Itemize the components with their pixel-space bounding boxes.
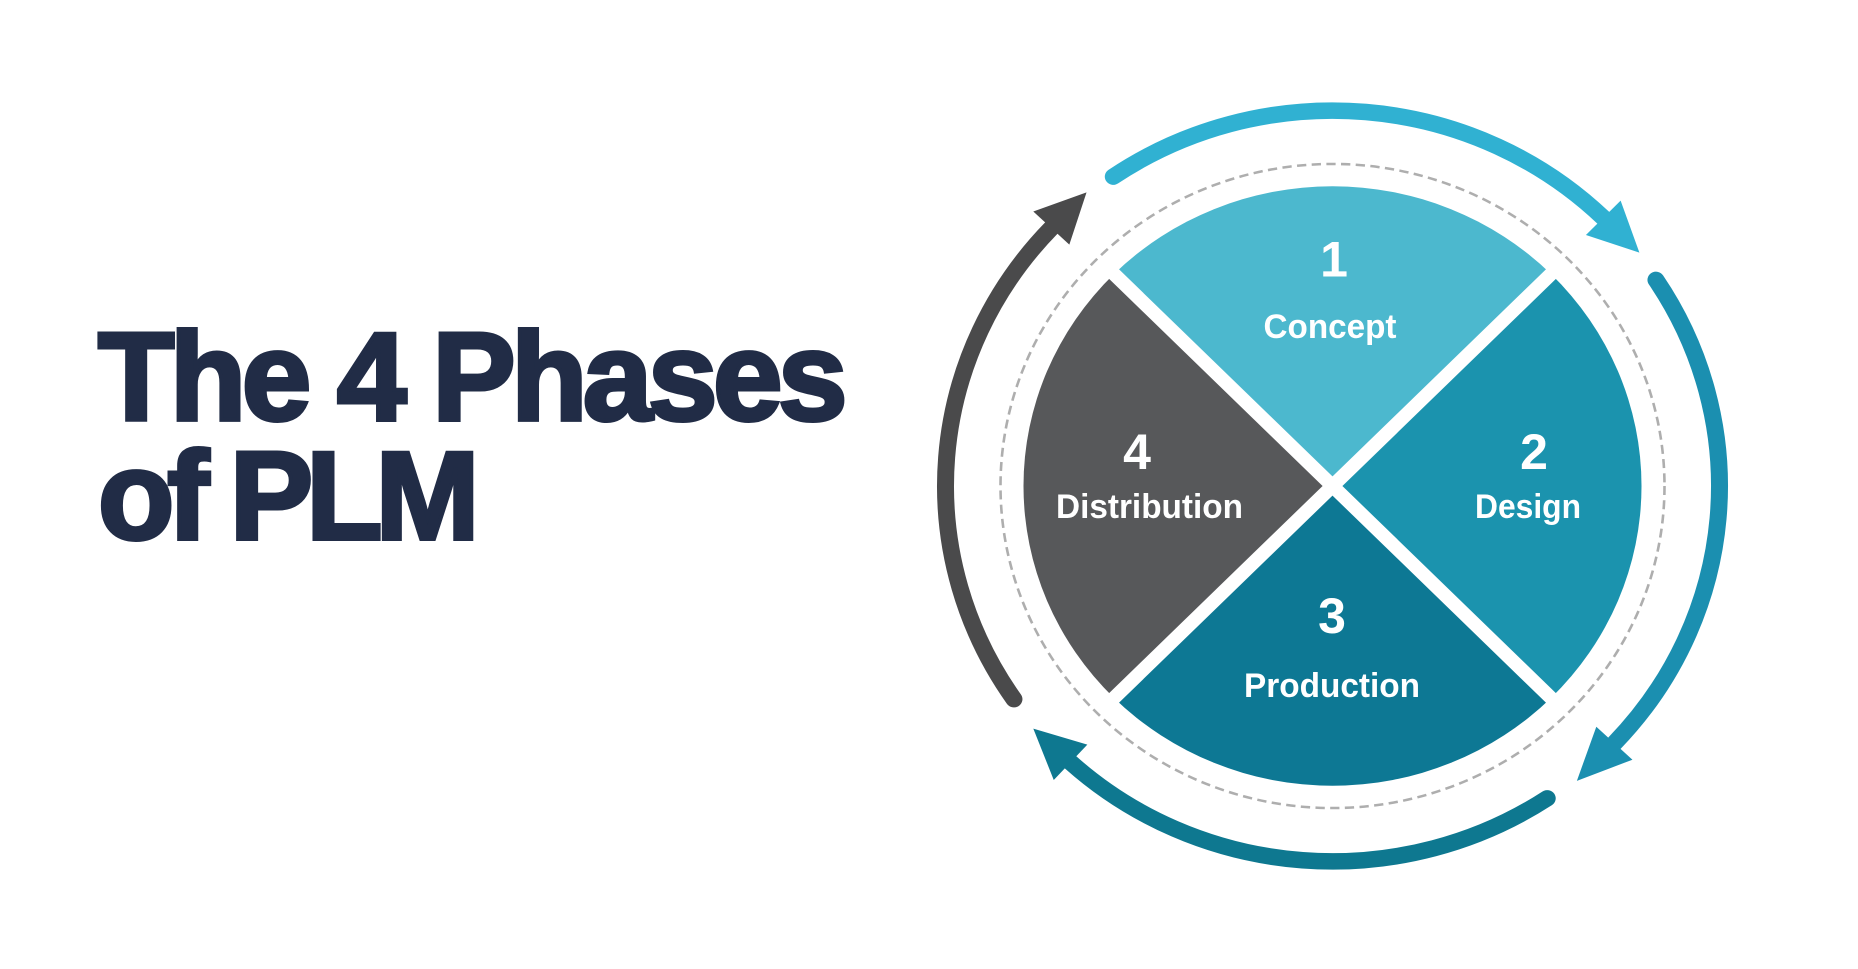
svg-text:Concept: Concept [1264, 308, 1397, 346]
svg-text:Production: Production [1244, 667, 1420, 705]
svg-text:2: 2 [1520, 424, 1548, 480]
svg-text:1: 1 [1320, 232, 1348, 288]
svg-text:Design: Design [1475, 488, 1581, 526]
svg-text:Distribution: Distribution [1056, 488, 1243, 526]
svg-text:4: 4 [1123, 424, 1151, 480]
svg-text:3: 3 [1318, 588, 1346, 644]
